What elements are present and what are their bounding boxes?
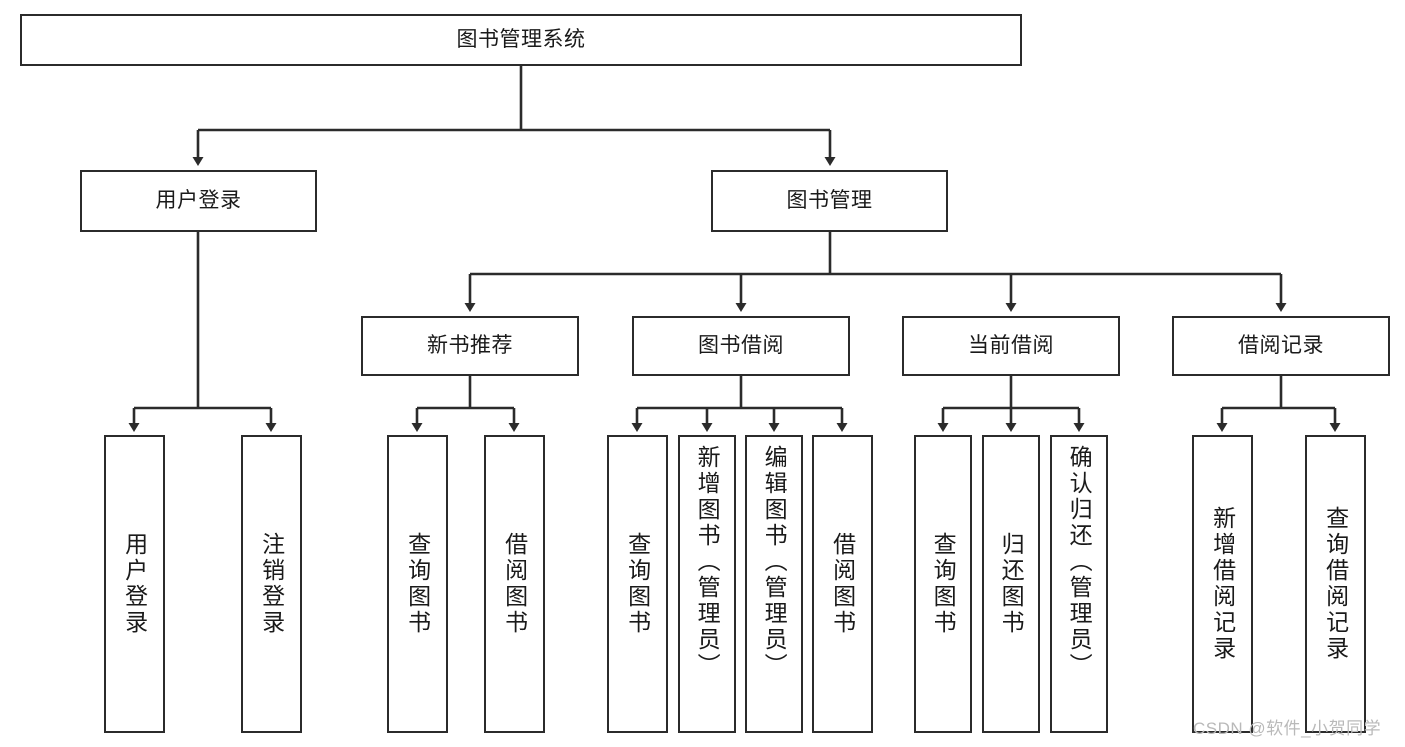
leaf-query-book-current[interactable]: 查询图书 <box>914 435 972 733</box>
leaf-add-book-admin[interactable]: 新增图书（管理员） <box>678 435 736 733</box>
leaf-borrow-book-label: 借阅图书 <box>829 532 856 636</box>
node-user-login-label: 用户登录 <box>155 188 242 212</box>
leaf-query-book-current-label: 查询图书 <box>930 532 957 636</box>
leaf-user-login[interactable]: 用户登录 <box>104 435 165 733</box>
leaf-query-borrow-record-label: 查询借阅记录 <box>1322 506 1349 662</box>
node-book-borrow-label: 图书借阅 <box>698 333 784 357</box>
leaf-query-book-recommend[interactable]: 查询图书 <box>387 435 448 733</box>
node-new-book-recommend[interactable]: 新书推荐 <box>361 316 579 376</box>
node-book-management-label: 图书管理 <box>786 188 873 212</box>
leaf-edit-book-admin-label: 编辑图书（管理员） <box>761 445 788 679</box>
leaf-borrow-book-recommend[interactable]: 借阅图书 <box>484 435 545 733</box>
node-book-management[interactable]: 图书管理 <box>711 170 948 232</box>
node-borrow-record[interactable]: 借阅记录 <box>1172 316 1390 376</box>
leaf-confirm-return-admin[interactable]: 确认归还（管理员） <box>1050 435 1108 733</box>
node-new-book-recommend-label: 新书推荐 <box>427 333 513 357</box>
leaf-query-borrow-record[interactable]: 查询借阅记录 <box>1305 435 1366 733</box>
leaf-return-book[interactable]: 归还图书 <box>982 435 1040 733</box>
leaf-user-login-label: 用户登录 <box>121 532 148 636</box>
leaf-return-book-label: 归还图书 <box>998 532 1025 636</box>
leaf-logout-label: 注销登录 <box>258 532 285 636</box>
leaf-query-book-borrow[interactable]: 查询图书 <box>607 435 668 733</box>
node-borrow-record-label: 借阅记录 <box>1238 333 1324 357</box>
leaf-add-borrow-record-label: 新增借阅记录 <box>1209 506 1236 662</box>
leaf-borrow-book-recommend-label: 借阅图书 <box>501 532 528 636</box>
node-current-borrow-label: 当前借阅 <box>968 333 1054 357</box>
leaf-add-borrow-record[interactable]: 新增借阅记录 <box>1192 435 1253 733</box>
leaf-query-book-borrow-label: 查询图书 <box>624 532 651 636</box>
node-current-borrow[interactable]: 当前借阅 <box>902 316 1120 376</box>
node-root-label: 图书管理系统 <box>456 27 586 51</box>
leaf-query-book-recommend-label: 查询图书 <box>404 532 431 636</box>
leaf-edit-book-admin[interactable]: 编辑图书（管理员） <box>745 435 803 733</box>
leaf-borrow-book[interactable]: 借阅图书 <box>812 435 873 733</box>
leaf-confirm-return-admin-label: 确认归还（管理员） <box>1066 445 1093 679</box>
leaf-add-book-admin-label: 新增图书（管理员） <box>694 445 721 679</box>
node-user-login[interactable]: 用户登录 <box>80 170 317 232</box>
node-root[interactable]: 图书管理系统 <box>20 14 1022 66</box>
csdn-watermark: CSDN @软件_小贺同学 <box>1193 719 1382 738</box>
leaf-logout[interactable]: 注销登录 <box>241 435 302 733</box>
node-book-borrow[interactable]: 图书借阅 <box>632 316 850 376</box>
